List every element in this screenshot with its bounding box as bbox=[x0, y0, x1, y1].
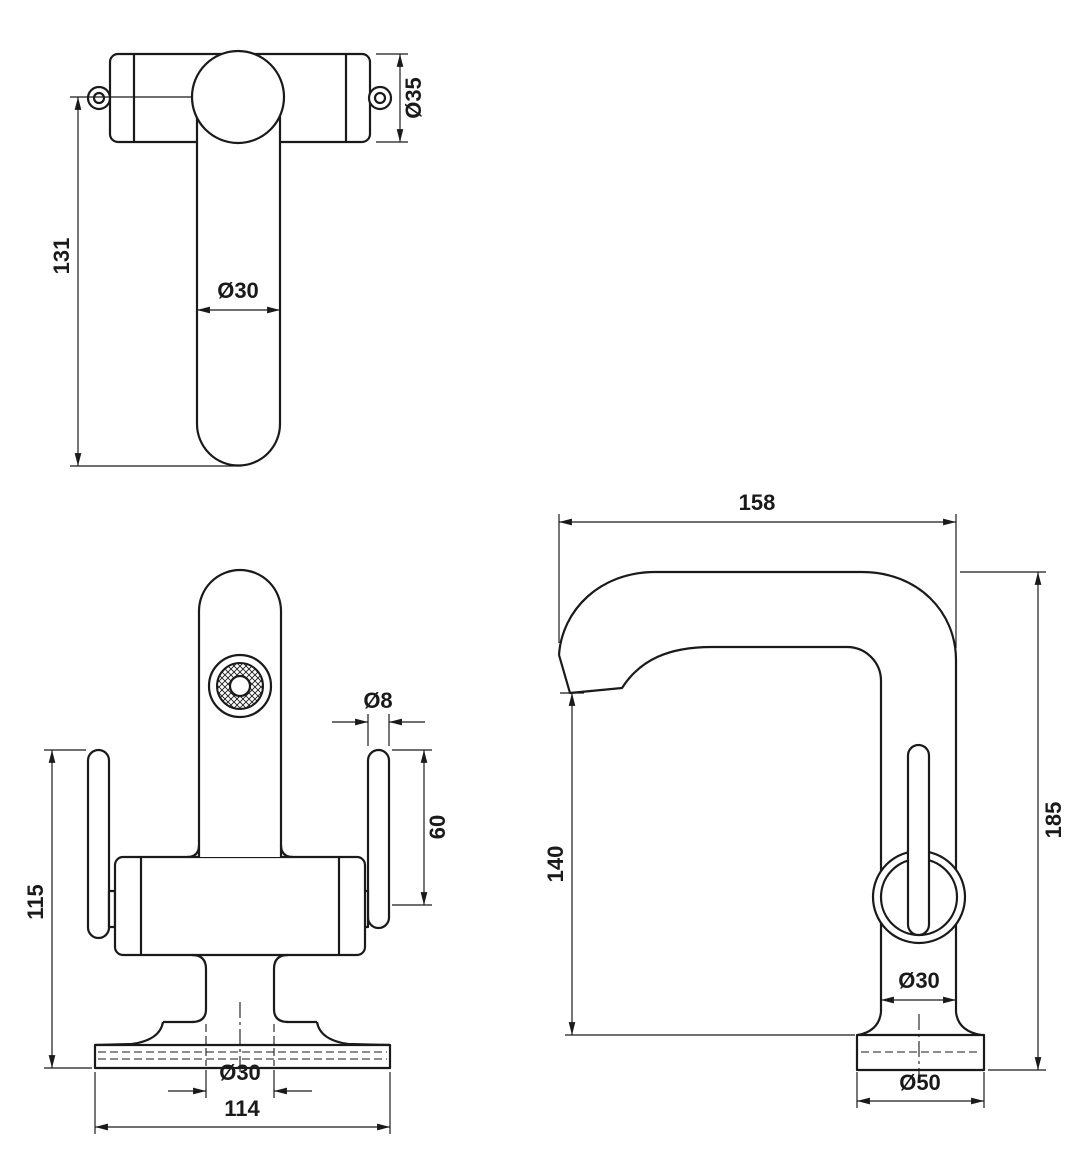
dim-label-dia8: Ø8 bbox=[363, 688, 392, 713]
dim-label-131: 131 bbox=[49, 238, 74, 275]
dim-dia30-top: Ø30 bbox=[197, 278, 280, 314]
side-base-flare-left bbox=[857, 1011, 883, 1037]
dim-140: 140 bbox=[543, 692, 855, 1036]
eyelet-left-hole bbox=[92, 91, 106, 105]
front-base-plate bbox=[93, 1043, 392, 1070]
dim-dia30-side: Ø30 bbox=[881, 968, 956, 1004]
side-base-flare-right bbox=[954, 1011, 982, 1037]
dim-dia30-front: Ø30 bbox=[168, 1060, 312, 1098]
side-handle-lever bbox=[906, 743, 931, 937]
front-view-body bbox=[113, 855, 367, 957]
eyelet-right-hole bbox=[373, 91, 387, 105]
dim-label-115: 115 bbox=[23, 884, 48, 920]
spout-fillet-right bbox=[279, 844, 294, 859]
side-spout-inner bbox=[557, 645, 883, 1012]
dim-label-dia35: Ø35 bbox=[401, 77, 426, 119]
neck-left bbox=[191, 953, 208, 1024]
dim-114: 114 bbox=[94, 1072, 391, 1134]
dim-label-158: 158 bbox=[739, 490, 776, 515]
handle-right bbox=[366, 748, 391, 930]
dim-label-dia30-side: Ø30 bbox=[898, 968, 940, 993]
front-view: 115 Ø8 60 Ø30 114 bbox=[23, 568, 450, 1134]
side-view: 158 185 140 Ø30 Ø50 bbox=[543, 490, 1066, 1108]
dim-115: 115 bbox=[23, 749, 92, 1069]
base-lip-flank-left bbox=[94, 1021, 165, 1047]
base-lip-flank-right bbox=[315, 1021, 391, 1047]
dim-label-dia30-front: Ø30 bbox=[219, 1060, 261, 1085]
dim-label-dia50: Ø50 bbox=[899, 1070, 941, 1095]
neck-right bbox=[272, 953, 289, 1024]
aerator-outlet bbox=[228, 674, 252, 698]
dim-label-114: 114 bbox=[224, 1096, 260, 1121]
handle-left bbox=[86, 748, 111, 940]
dim-dia8: Ø8 bbox=[332, 688, 425, 746]
side-spout-outer bbox=[557, 570, 958, 1012]
top-view: 131 Ø30 Ø35 bbox=[49, 49, 426, 467]
dim-dia35: Ø35 bbox=[376, 53, 426, 143]
dim-158: 158 bbox=[558, 490, 957, 648]
dim-dia50: Ø50 bbox=[856, 1070, 985, 1108]
dim-185: 185 bbox=[960, 571, 1066, 1071]
top-view-hub bbox=[190, 49, 286, 145]
spout-fillet-left bbox=[186, 844, 201, 859]
dim-label-dia30-top: Ø30 bbox=[217, 278, 259, 303]
dim-60: 60 bbox=[392, 749, 450, 906]
dim-131: 131 bbox=[49, 96, 242, 467]
dim-label-60: 60 bbox=[425, 815, 450, 839]
dim-label-185: 185 bbox=[1041, 802, 1066, 839]
dim-label-140: 140 bbox=[543, 846, 568, 883]
